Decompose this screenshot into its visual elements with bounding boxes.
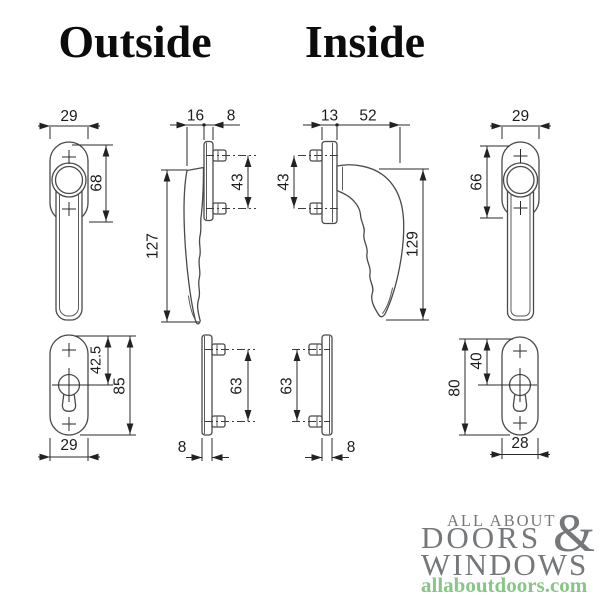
logo-word-doors: DOORS — [421, 520, 541, 555]
handle-collar — [502, 162, 539, 198]
header-outside: Outside — [58, 16, 211, 67]
dimension-rose-height-66: 66 — [469, 145, 509, 219]
dim-label: 63 — [279, 377, 296, 394]
dim-label: 129 — [405, 231, 422, 257]
handle-collar — [51, 162, 87, 198]
logo-tagline: ALL ABOUT — [447, 511, 557, 530]
screw-position-mark — [513, 201, 528, 215]
screw-position-mark — [62, 150, 76, 164]
screw-position-mark — [513, 149, 528, 163]
dim-label: 16 — [187, 108, 204, 125]
dim-label: 66 — [469, 173, 486, 190]
inside-escutcheon-side-view: 63 8 — [279, 334, 355, 461]
outside-handle-front-view: 29 68 — [38, 108, 113, 321]
dimension-handle-length-127: 127 — [145, 169, 199, 323]
header-inside: Inside — [305, 16, 425, 67]
dim-label: 52 — [359, 108, 376, 125]
inside-escutcheon-front-view: 40 80 28 — [447, 336, 550, 459]
all-about-doors-windows-logo: ALL ABOUT & DOORS WINDOWS allaboutdoors.… — [421, 503, 595, 597]
outside-handle-side-view: 16 8 43 127 — [145, 108, 256, 325]
dimension-width-29: 29 — [490, 108, 551, 139]
screw-position-mark — [513, 416, 527, 430]
logo-word-windows: WINDOWS — [421, 547, 588, 582]
screw-position-mark — [513, 344, 527, 358]
dim-label: 28 — [511, 435, 528, 452]
dim-label: 8 — [227, 108, 236, 125]
dimension-thickness-8: 8 — [305, 438, 355, 461]
grip-inner-line — [188, 295, 196, 320]
grip-inner-line — [342, 166, 393, 314]
handle-grip-profile — [336, 164, 405, 318]
logo-ampersand: & — [553, 503, 595, 563]
plate-outline — [321, 334, 333, 436]
dim-label: 63 — [229, 377, 246, 394]
outside-escutcheon-side-view: 63 8 — [178, 334, 255, 461]
screw-position-mark — [62, 343, 76, 357]
dimension-plate-13-projection-52: 13 52 — [303, 108, 410, 163]
dim-label: 43 — [276, 173, 293, 190]
dim-label: 8 — [178, 439, 187, 456]
mounting-plate-outline — [321, 140, 338, 225]
handle-neck — [506, 165, 535, 195]
dimension-screw-spacing-63: 63 — [205, 349, 255, 422]
dimension-rose-height-68: 68 — [72, 144, 113, 223]
plate-outline — [201, 334, 213, 436]
dim-label: 85 — [112, 377, 129, 394]
dim-label: 29 — [60, 437, 77, 454]
dimension-screw-spacing-43: 43 — [206, 155, 256, 209]
logo-website-url: allaboutdoors.com — [421, 573, 588, 597]
dimension-screw-spacing-63: 63 — [279, 349, 330, 422]
dim-label: 42.5 — [89, 346, 105, 374]
inside-handle-side-view: 13 52 43 129 — [276, 108, 429, 321]
dim-label: 29 — [60, 108, 77, 125]
dim-label: 8 — [347, 439, 356, 456]
dimension-plate-width-28: 28 — [490, 435, 550, 459]
dim-label: 80 — [447, 379, 464, 397]
dimension-handle-length-129: 129 — [379, 168, 429, 321]
handle-grip-profile — [183, 166, 205, 325]
dim-label: 13 — [321, 108, 338, 125]
dim-label: 43 — [230, 173, 247, 190]
dim-label: 68 — [89, 174, 106, 191]
dimension-width-29: 29 — [38, 108, 100, 139]
dimension-plate-height-80: 80 — [447, 339, 510, 436]
dimension-cylinder-offset-42-5: 42.5 — [52, 335, 136, 386]
dimension-cylinder-offset-40: 40 — [459, 338, 537, 386]
screw-position-mark — [62, 417, 76, 431]
dim-label: 127 — [145, 233, 162, 259]
inside-handle-front-view: 29 66 — [469, 108, 551, 321]
dimension-screw-spacing-43: 43 — [276, 155, 340, 209]
dimension-thickness-8: 8 — [178, 438, 229, 461]
handle-neck — [54, 165, 84, 195]
outside-escutcheon-front-view: 42.5 85 29 — [38, 334, 136, 461]
dimension-plate-height-85: 85 — [80, 336, 136, 436]
dim-label: 40 — [469, 352, 486, 370]
screw-position-mark — [62, 202, 76, 216]
dimension-stem-16-plate-8: 16 8 — [170, 108, 240, 166]
dimension-plate-width-29: 29 — [38, 437, 100, 461]
dim-label: 29 — [512, 108, 529, 125]
